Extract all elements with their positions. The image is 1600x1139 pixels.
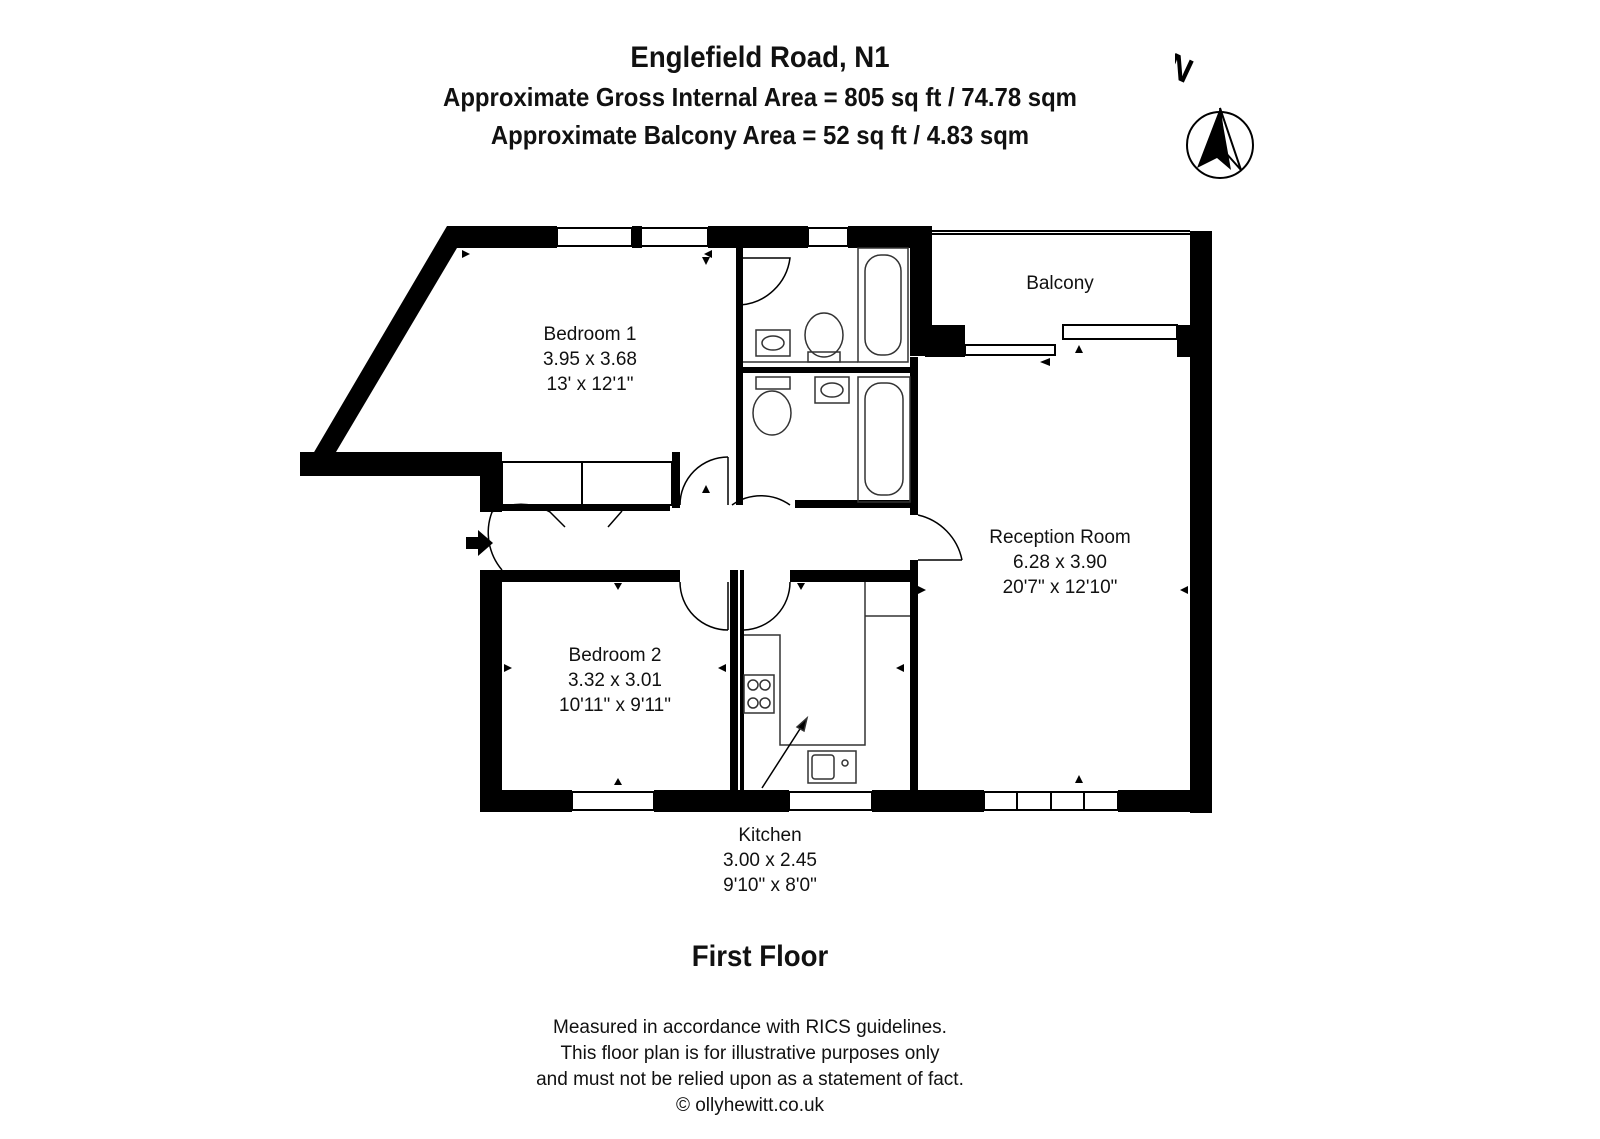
room-label-balcony: Balcony — [1000, 271, 1120, 296]
kitchen-fixtures — [743, 582, 910, 789]
plan-header: Englefield Road, N1 Approximate Gross In… — [0, 38, 1520, 154]
floor-title: First Floor — [691, 940, 829, 973]
room-label-bedroom2: Bedroom 2 3.32 x 3.01 10'11" x 9'11" — [540, 643, 690, 718]
walls — [300, 226, 1212, 813]
disclaimer-line: Measured in accordance with RICS guideli… — [553, 1017, 947, 1038]
room-imperial: 13' x 12'1" — [546, 374, 634, 395]
room-metric: 3.00 x 2.45 — [722, 850, 818, 871]
room-name: Bedroom 2 — [568, 645, 662, 666]
room-label-reception: Reception Room 6.28 x 3.90 20'7" x 12'10… — [960, 525, 1160, 600]
room-name: Bedroom 1 — [543, 324, 637, 345]
room-label-bedroom1: Bedroom 1 3.95 x 3.68 13' x 12'1" — [510, 322, 670, 397]
dimension-markers — [462, 250, 1188, 785]
room-metric: 3.32 x 3.01 — [567, 670, 663, 691]
entrance-arrow-icon — [466, 530, 493, 556]
disclaimer: Measured in accordance with RICS guideli… — [460, 1015, 1040, 1119]
room-name: Kitchen — [738, 825, 802, 846]
gross-area-text: Approximate Gross Internal Area = 805 sq… — [443, 82, 1077, 112]
room-name: Reception Room — [989, 527, 1131, 548]
room-label-kitchen: Kitchen 3.00 x 2.45 9'10" x 8'0" — [700, 823, 840, 898]
disclaimer-line: This floor plan is for illustrative purp… — [560, 1043, 940, 1064]
room-metric: 6.28 x 3.90 — [1012, 552, 1108, 573]
room-metric: 3.95 x 3.68 — [542, 349, 638, 370]
room-name: Balcony — [1026, 273, 1094, 294]
room-imperial: 10'11" x 9'11" — [559, 695, 671, 716]
balcony-area-text: Approximate Balcony Area = 52 sq ft / 4.… — [490, 120, 1030, 150]
copyright-line: © ollyhewitt.co.uk — [675, 1095, 825, 1116]
wardrobe — [501, 461, 673, 506]
windows — [556, 227, 1190, 811]
disclaimer-line: and must not be relied upon as a stateme… — [536, 1069, 964, 1090]
room-imperial: 9'10" x 8'0" — [723, 875, 817, 896]
property-title: Englefield Road, N1 — [630, 41, 890, 74]
bathroom-fixtures — [743, 247, 911, 503]
room-imperial: 20'7" x 12'10" — [1002, 577, 1118, 598]
